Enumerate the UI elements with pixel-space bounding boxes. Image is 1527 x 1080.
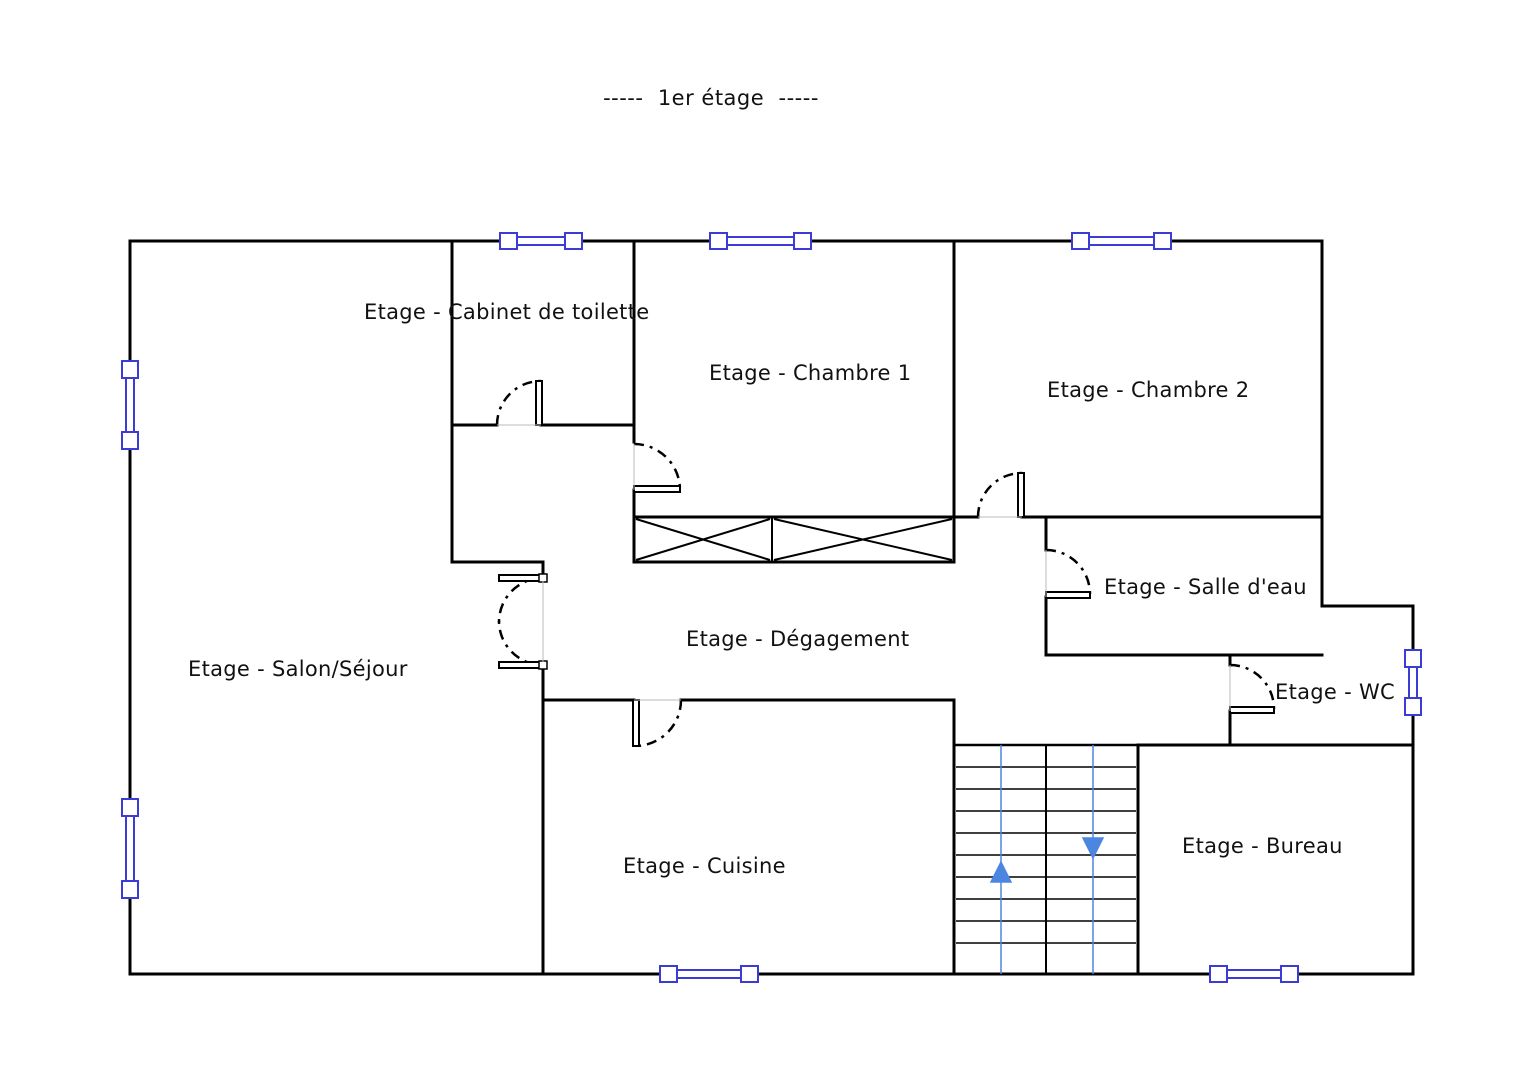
window-chambre1	[709, 232, 812, 250]
room-label-cabinet: Etage - Cabinet de toilette	[364, 300, 649, 324]
doors	[495, 379, 1276, 748]
room-label-cuisine: Etage - Cuisine	[623, 854, 786, 878]
door-cabinet	[495, 379, 543, 426]
door-salle-eau	[1045, 548, 1092, 599]
room-label-chambre2: Etage - Chambre 2	[1047, 378, 1249, 402]
floor-title: ----- 1er étage -----	[603, 86, 819, 110]
window-chambre2	[1071, 232, 1172, 250]
door-cuisine	[632, 699, 683, 748]
room-label-salon: Etage - Salon/Séjour	[188, 657, 408, 681]
window-bureau	[1209, 965, 1299, 983]
staircase	[954, 743, 1138, 974]
window-wc	[1404, 649, 1422, 716]
room-label-degagement: Etage - Dégagement	[686, 627, 909, 651]
windows	[121, 232, 1422, 983]
window-salon-bottom	[121, 798, 139, 899]
room-label-chambre1: Etage - Chambre 1	[709, 361, 911, 385]
door-chambre1	[633, 442, 682, 493]
stair-down-arrow-icon	[1081, 837, 1105, 860]
window-salon-top	[121, 360, 139, 450]
wardrobe	[635, 517, 953, 562]
room-labels: Etage - Cabinet de toilette Etage - Cham…	[188, 300, 1395, 878]
stair-up-arrow-icon	[989, 860, 1013, 883]
door-salon	[497, 573, 548, 670]
window-cabinet	[499, 232, 583, 250]
window-cuisine	[659, 965, 759, 983]
stair-arrows	[989, 745, 1105, 974]
room-label-wc: Etage - WC	[1275, 680, 1395, 704]
door-chambre2	[976, 471, 1025, 518]
room-label-salle-eau: Etage - Salle d'eau	[1104, 575, 1307, 599]
room-label-bureau: Etage - Bureau	[1182, 834, 1343, 858]
door-wc	[1229, 663, 1276, 714]
